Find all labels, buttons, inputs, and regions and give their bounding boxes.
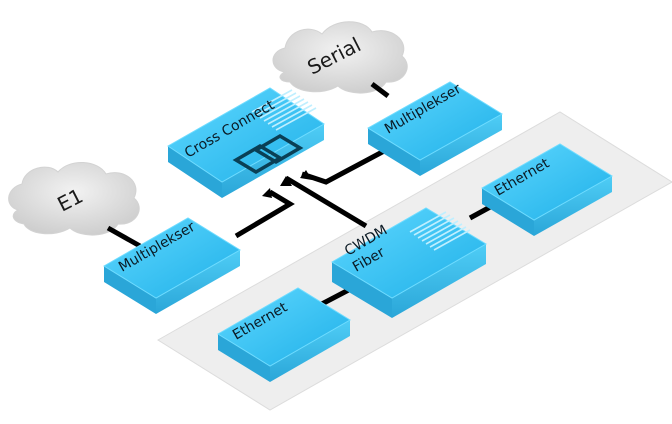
link-multiplexer-left-crossconnect	[234, 189, 295, 239]
cross-connect-vent	[251, 89, 317, 131]
link-cwdm-ethernet-right	[468, 203, 494, 221]
device-cwdm-fiber: CWDM Fiber	[331, 207, 487, 318]
link-serial-multiplexer	[370, 82, 390, 98]
port-arrows	[262, 170, 312, 198]
link-e1-multiplexer	[106, 225, 142, 249]
arrow-left-port	[262, 188, 272, 198]
links	[106, 82, 494, 309]
cloud-serial: Serial	[272, 21, 408, 94]
arrow-right-port	[300, 170, 312, 180]
device-multiplexer-left: Multiplekser	[103, 217, 241, 314]
cloud-e1: E1	[8, 162, 140, 236]
cross-connect-ports	[232, 133, 304, 175]
cwdm-vent	[409, 211, 471, 251]
device-cross-connect: Cross Connect	[167, 87, 325, 198]
arrow-center-port	[280, 176, 292, 186]
link-multiplexer-top-crossconnect	[301, 147, 388, 185]
device-ethernet-right: Ethernet	[481, 143, 613, 236]
link-cwdm-crossconnect	[284, 175, 368, 229]
device-ethernet-bottom: Ethernet	[217, 287, 351, 382]
